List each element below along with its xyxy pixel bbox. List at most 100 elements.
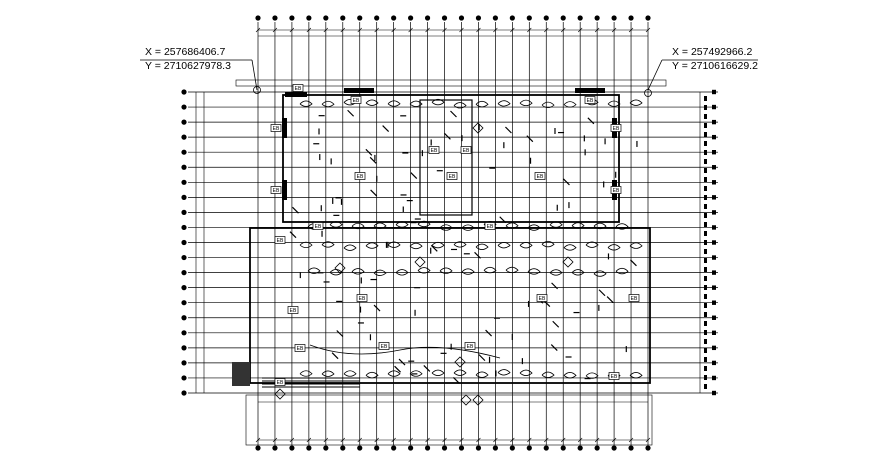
parking-bay-mark	[299, 100, 313, 107]
right-coordinate-callout: X = 257492966.2 Y = 2710616629.2	[647, 46, 758, 91]
dimension-tick	[272, 437, 278, 443]
dimension-tick	[645, 437, 651, 443]
room-tag-label: EB	[463, 148, 470, 154]
parking-bay-mark	[365, 242, 379, 249]
parking-bay-mark	[563, 372, 577, 379]
level-marker	[472, 122, 484, 134]
bottom-axis-bubble	[441, 445, 448, 451]
left-axis-bubble	[181, 390, 187, 396]
dimension-tick	[628, 27, 634, 33]
room-tag-box	[628, 294, 640, 302]
fixture-tick	[331, 352, 339, 360]
parking-bay-mark	[431, 241, 445, 249]
parking-bay-mark	[519, 369, 533, 376]
parking-bay-mark	[395, 269, 409, 276]
parking-bay-mark	[541, 240, 555, 248]
room-tag-box	[274, 236, 286, 244]
bottom-axis-bubble	[526, 445, 532, 451]
boundary-dash	[704, 348, 707, 353]
fixture-tick	[551, 282, 559, 290]
bottom-axis-bubble	[475, 445, 482, 451]
right-x-coordinate: X = 257492966.2	[672, 46, 752, 58]
parking-bay-mark	[409, 370, 423, 377]
parking-bay-mark	[343, 244, 357, 251]
room-tag-label: EB	[381, 344, 388, 350]
dimension-tick	[510, 27, 515, 33]
parking-bay-mark	[321, 100, 335, 108]
dimension-tick	[272, 27, 278, 33]
top-axis-bubble	[323, 15, 329, 21]
room-tag-label: EB	[277, 380, 284, 386]
room-tag-label: EB	[631, 296, 638, 302]
room-tag-label: EB	[487, 224, 494, 230]
parking-bay-mark	[629, 99, 643, 106]
grid-lines	[188, 22, 718, 445]
right-axis-marker	[712, 225, 716, 230]
boundary-dash	[704, 222, 707, 227]
left-axis-bubble	[181, 239, 187, 246]
boundary-dash	[704, 339, 707, 344]
left-x-coordinate: X = 257686406.7	[145, 46, 225, 58]
parking-bay-mark	[453, 369, 467, 376]
fixture-tick	[382, 125, 390, 133]
left-axis-bubble	[181, 300, 187, 306]
parking-bay-mark	[461, 224, 475, 231]
dimension-tick	[425, 27, 430, 33]
right-axis-marker	[712, 165, 716, 170]
fixture-tick	[347, 109, 355, 117]
right-axis-marker	[712, 360, 716, 366]
dimension-tick	[306, 437, 312, 443]
parking-bay-mark	[387, 370, 401, 377]
boundary-dash	[704, 186, 707, 191]
room-tag-box	[354, 172, 366, 180]
boundary-dash	[704, 375, 707, 380]
dimension-tick	[645, 27, 651, 33]
room-tag-box	[428, 146, 440, 154]
dimension-tick	[340, 437, 345, 443]
room-tag-label: EB	[357, 174, 364, 180]
boundary-dash	[704, 267, 707, 272]
parking-bay-mark	[615, 223, 629, 230]
dimension-tick	[442, 27, 447, 33]
parking-bay-mark	[321, 370, 335, 377]
boundary-dash	[704, 330, 707, 335]
room-tag-label: EB	[449, 174, 456, 180]
top-axis-bubble	[391, 15, 397, 21]
parking-bay-mark	[497, 242, 511, 249]
fixture-tick	[563, 178, 570, 186]
top-axis-bubble	[492, 15, 498, 21]
fixture-tick	[630, 259, 637, 267]
left-axis-bubble	[181, 270, 187, 276]
column-block	[282, 180, 287, 200]
boundary-dash	[704, 204, 707, 209]
dimension-tick	[391, 437, 396, 443]
parking-bay-mark	[299, 241, 313, 249]
parking-bay-mark	[483, 266, 497, 274]
fixture-tick	[550, 344, 558, 351]
boundary-dash	[704, 231, 707, 236]
parking-bay-mark	[585, 372, 599, 379]
dimension-tick	[476, 437, 481, 443]
dimension-tick	[561, 27, 566, 33]
fixture-tick	[369, 156, 377, 164]
parking-bay-mark	[387, 241, 401, 248]
boundary-dash	[704, 168, 707, 173]
fixture-tick	[394, 365, 401, 373]
boundary-dash	[704, 240, 707, 245]
top-axis-bubble	[560, 15, 566, 21]
parking-bay-mark	[329, 269, 343, 276]
fixture-tick	[450, 110, 457, 118]
dimension-tick	[544, 437, 549, 443]
left-target-circle	[253, 86, 261, 94]
boundary-dash	[704, 258, 707, 263]
left-coordinate-callout: X = 257686406.7 Y = 2710627978.3	[140, 46, 258, 91]
boundary-dash	[704, 321, 707, 326]
dimension-tick	[561, 437, 566, 443]
bottom-axis-bubble	[611, 445, 617, 451]
fixture-tick	[452, 377, 460, 384]
boundary-dash	[704, 213, 707, 218]
right-callout-pointer	[647, 59, 663, 91]
parking-bay-mark	[351, 268, 365, 275]
bottom-axis-bubble	[289, 445, 295, 451]
column-block	[282, 118, 287, 138]
